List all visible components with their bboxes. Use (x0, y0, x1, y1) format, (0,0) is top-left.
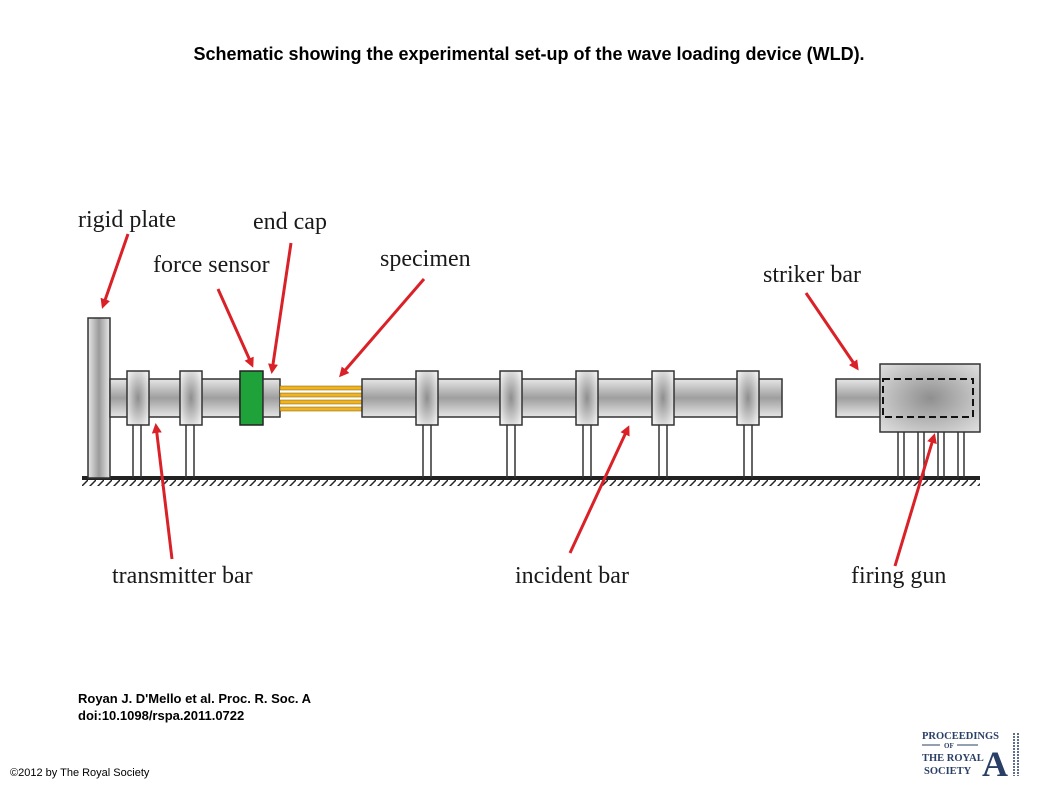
label-specimen: specimen (380, 246, 471, 272)
arrow-end-cap (268, 242, 293, 374)
support-clamp (126, 370, 150, 478)
firing-gun (879, 363, 981, 478)
force-sensor (239, 370, 264, 426)
figure-title: Schematic showing the experimental set-u… (193, 44, 865, 64)
citation-authors: Royan J. D'Mello et al. Proc. R. Soc. A (78, 691, 312, 706)
label-incident-bar: incident bar (515, 563, 629, 589)
label-striker-bar: striker bar (763, 262, 861, 288)
end-cap (262, 378, 281, 418)
citation-doi: doi:10.1098/rspa.2011.0722 (78, 708, 245, 723)
arrow-transmitter-bar (151, 423, 174, 560)
arrow-incident-bar (568, 425, 630, 554)
label-transmitter-bar: transmitter bar (112, 563, 253, 589)
support-clamp (575, 370, 599, 478)
label-firing-gun: firing gun (851, 563, 946, 589)
arrow-force-sensor (216, 288, 254, 368)
copyright-notice: ©2012 by The Royal Society (10, 767, 150, 779)
label-force-sensor: force sensor (153, 252, 270, 278)
support-clamp (651, 370, 675, 478)
specimen (279, 385, 363, 412)
rigid-plate (87, 317, 111, 479)
ground (82, 476, 980, 486)
logo-society: SOCIETY (924, 766, 972, 777)
support-clamp (415, 370, 439, 478)
support-clamp (736, 370, 760, 478)
label-rigid-plate: rigid plate (78, 207, 176, 233)
citation: Royan J. D'Mello et al. Proc. R. Soc. A … (78, 690, 311, 724)
arrow-rigid-plate (100, 233, 130, 309)
logo-proceedings: PROCEEDINGS (922, 731, 999, 742)
label-end-cap: end cap (253, 209, 327, 235)
bar-supports (126, 370, 760, 478)
logo-of: OF (944, 742, 954, 750)
arrow-specimen (339, 278, 426, 378)
callout-arrows (100, 233, 937, 567)
arrow-firing-gun (893, 433, 937, 567)
proceedings-royal-society-logo: PROCEEDINGS OF THE ROYAL SOCIETY A (922, 731, 1019, 780)
logo-the-royal: THE ROYAL (922, 753, 984, 764)
logo-letter-a: A (982, 744, 1008, 780)
support-clamp (499, 370, 523, 478)
arrow-striker-bar (804, 292, 859, 371)
support-clamp (179, 370, 203, 478)
